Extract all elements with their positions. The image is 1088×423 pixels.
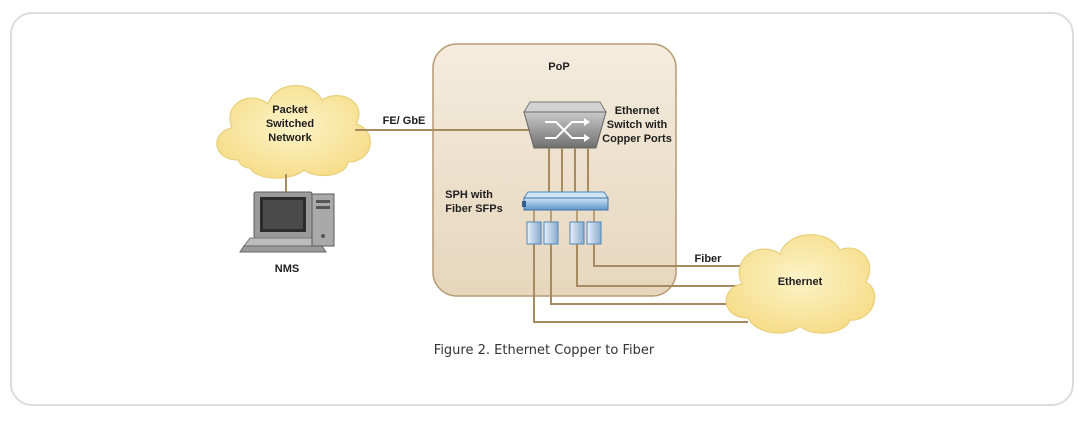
ethernet-cloud: Ethernet xyxy=(725,234,876,334)
packet-network-cloud: Packet Switched Network xyxy=(216,84,371,179)
ethernet-cloud-label: Ethernet xyxy=(778,276,823,288)
fe-gbe-label: FE/ GbE xyxy=(383,115,426,127)
figure-caption: Figure 2. Ethernet Copper to Fiber xyxy=(433,343,655,358)
ethernet-switch-icon xyxy=(523,101,607,149)
sfp-modules xyxy=(526,221,602,245)
sph-label-line1: SPH with xyxy=(445,189,493,201)
sph-to-sfp-links xyxy=(533,210,595,222)
nms-computer-icon xyxy=(239,191,335,253)
pop-label: PoP xyxy=(548,61,569,73)
fiber-links xyxy=(533,244,748,323)
copper-links xyxy=(548,148,589,192)
nms-label: NMS xyxy=(275,263,299,275)
sph-label-line2: Fiber SFPs xyxy=(445,203,502,215)
packet-network-label-line1: Packet xyxy=(272,104,308,116)
switch-label-line2: Switch with xyxy=(607,119,668,131)
packet-network-label-line2: Switched xyxy=(266,118,314,130)
fiber-label: Fiber xyxy=(695,253,723,265)
pop-container xyxy=(432,43,677,297)
packet-network-label-line3: Network xyxy=(268,132,312,144)
switch-label-line3: Copper Ports xyxy=(602,133,672,145)
switch-label-line1: Ethernet xyxy=(615,105,660,117)
sph-device-icon xyxy=(522,191,609,211)
